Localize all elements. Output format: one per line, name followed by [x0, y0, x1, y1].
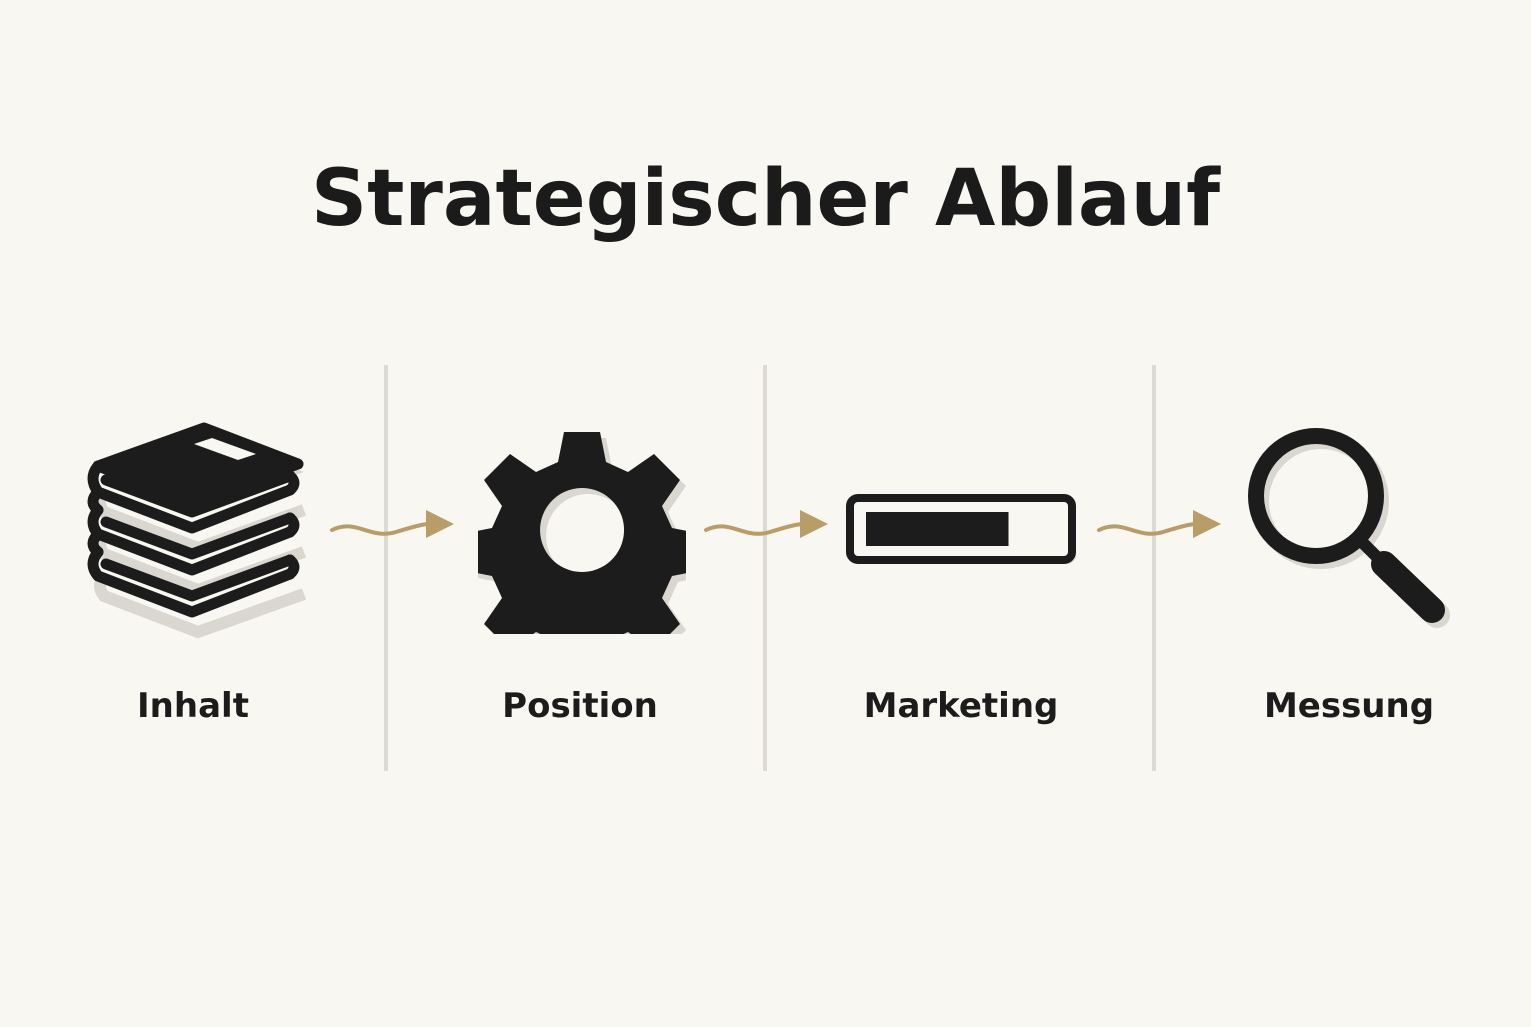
step-label-messung: Messung — [1263, 686, 1435, 726]
divider-3 — [1152, 365, 1156, 771]
step-label-marketing: Marketing — [863, 686, 1059, 726]
gear-icon — [478, 432, 686, 634]
arrow-3-icon — [1097, 510, 1221, 538]
progress-fill — [866, 512, 1009, 546]
divider-1 — [384, 365, 388, 771]
divider-2 — [763, 365, 767, 771]
step-label-position: Position — [502, 686, 658, 726]
diagram-title: Strategischer Ablauf — [310, 154, 1221, 244]
arrow-1-icon — [330, 510, 454, 538]
books-stack-icon — [87, 422, 307, 639]
arrow-2-icon — [704, 510, 828, 538]
step-label-inhalt: Inhalt — [137, 686, 249, 726]
magnifier-icon — [1248, 428, 1450, 628]
progress-bar-icon — [846, 494, 1076, 564]
